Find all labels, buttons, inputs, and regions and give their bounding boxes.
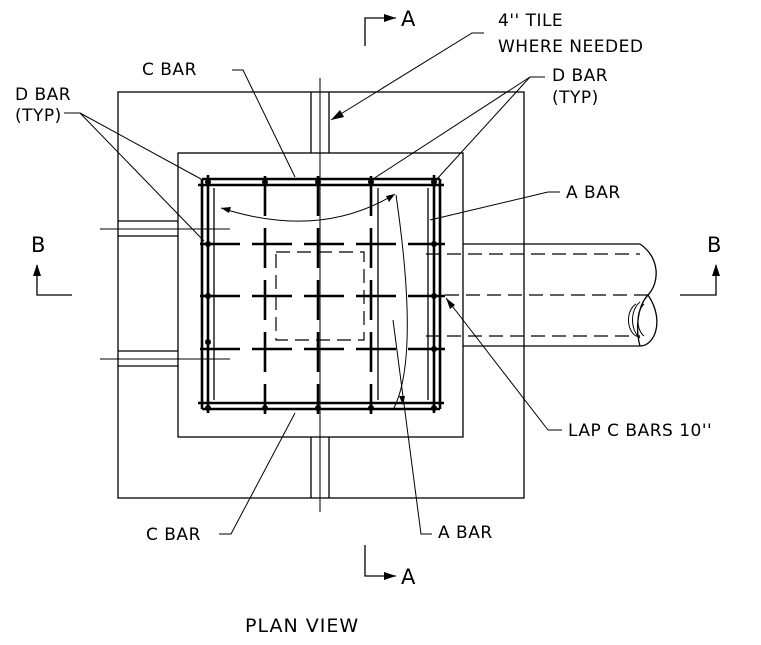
label-d-bar-left-line1: D BAR — [15, 85, 71, 105]
section-b-left-label: B — [31, 233, 45, 257]
section-a-bottom-label: A — [401, 565, 416, 589]
label-a-bar-right: A BAR — [566, 183, 621, 203]
section-b-right-marker: B — [680, 233, 721, 296]
pipe-break-hatch — [628, 301, 645, 339]
label-d-bar-left-line2: (TYP) — [15, 106, 62, 126]
rebar-grid — [198, 175, 445, 414]
label-c-bar-top: C BAR — [142, 60, 197, 80]
label-tile-line1: 4'' TILE — [498, 11, 563, 31]
label-a-bar-bottom: A BAR — [438, 523, 493, 543]
drawing-title: PLAN VIEW — [245, 615, 359, 637]
outlet-pipe-right — [426, 243, 658, 347]
section-a-top-marker: A — [364, 7, 416, 46]
section-a-top-label: A — [401, 7, 416, 31]
section-a-bottom-marker: A — [364, 545, 416, 589]
section-b-left-marker: B — [31, 233, 72, 296]
label-lap-c-bars: LAP C BARS 10'' — [568, 421, 712, 441]
label-c-bar-bottom: C BAR — [146, 525, 201, 545]
leader-lines — [64, 32, 562, 535]
outer-footing-outline — [117, 91, 525, 499]
label-tile-line2: WHERE NEEDED — [498, 37, 643, 57]
section-b-right-label: B — [707, 233, 721, 257]
label-d-bar-right-line1: D BAR — [552, 66, 608, 86]
label-d-bar-right-line2: (TYP) — [552, 88, 599, 108]
